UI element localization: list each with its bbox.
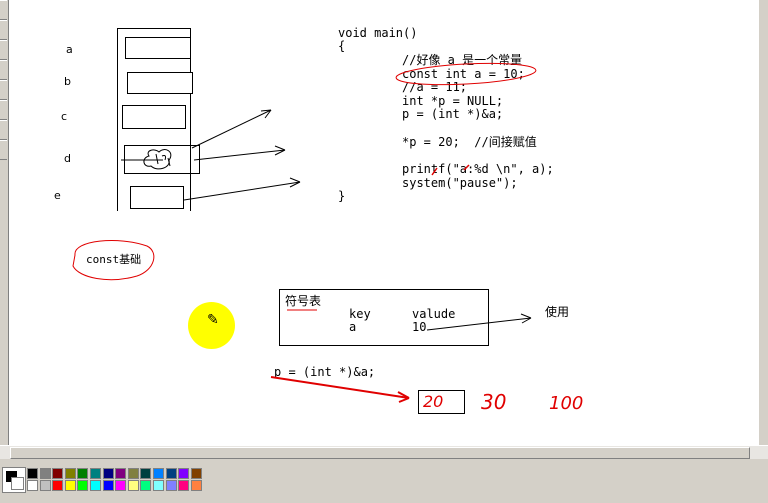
tool-button[interactable]: [0, 100, 7, 120]
palette-swatch[interactable]: [178, 480, 190, 491]
arrow-head: [520, 313, 532, 324]
const-circle: [395, 62, 537, 86]
memory-label-b: b: [64, 75, 71, 88]
tool-button[interactable]: [0, 120, 7, 140]
code-system: system("pause");: [402, 176, 518, 190]
code-pointer-decl: int *p = NULL;: [402, 94, 504, 108]
tool-button[interactable]: [0, 40, 7, 60]
tool-button[interactable]: [0, 20, 7, 40]
palette-swatch[interactable]: [115, 468, 127, 479]
palette-swatch[interactable]: [165, 480, 177, 491]
printf-mark: [463, 164, 470, 171]
foreground-color[interactable]: [6, 471, 17, 482]
palette-swatch[interactable]: [102, 468, 114, 479]
pencil-cursor-icon: ✎: [207, 312, 219, 328]
palette-swatch[interactable]: [27, 468, 38, 479]
palette-swatch[interactable]: [64, 480, 76, 491]
palette-swatch[interactable]: [190, 480, 202, 491]
palette-swatch[interactable]: [77, 468, 89, 479]
memory-cell-c: [122, 105, 186, 129]
arrow-head: [289, 177, 301, 188]
palette-swatch[interactable]: [153, 480, 164, 491]
tool-button[interactable]: [0, 80, 7, 100]
memory-label-d: d: [64, 152, 71, 165]
scribble-d-marks: [155, 153, 171, 167]
arrow-d-up: [191, 109, 272, 149]
memory-label-e: e: [54, 189, 61, 202]
memory-cell-a: [125, 37, 191, 59]
palette-swatch[interactable]: [127, 468, 139, 479]
palette-swatch[interactable]: [52, 480, 64, 491]
red-arrow-to-box: [270, 376, 410, 399]
printf-mark: [431, 167, 438, 176]
memory-cell-e: [130, 186, 184, 209]
color-palette: [0, 459, 768, 503]
palette-swatch[interactable]: [52, 468, 64, 479]
palette-swatch[interactable]: [90, 480, 101, 491]
symbol-table-box: [279, 289, 489, 346]
palette-swatch[interactable]: [64, 468, 76, 479]
symbol-table-col-key: key: [349, 307, 371, 321]
const-basics-label: const基础: [86, 253, 142, 266]
arrow-head: [274, 145, 286, 156]
palette-swatch[interactable]: [140, 480, 152, 491]
code-pointer-assign: p = (int *)&a;: [402, 107, 504, 121]
drawing-canvas[interactable]: a b c d e void main() { //好像 a 是一个常量 con…: [9, 0, 758, 445]
code-void-main: void main(): [338, 26, 418, 40]
palette-swatch[interactable]: [115, 480, 127, 491]
code-indirect-assign: *p = 20; //间接赋值: [402, 135, 537, 149]
arrow-d-right: [193, 149, 286, 161]
palette-swatch[interactable]: [165, 468, 177, 479]
bottom-code-pointer-assign: p = (int *)&a;: [274, 365, 376, 379]
arrow-head: [397, 391, 410, 403]
palette-swatch[interactable]: [140, 468, 152, 479]
symbol-table-title: 符号表: [285, 294, 322, 308]
palette-swatch[interactable]: [190, 468, 202, 479]
palette-swatch[interactable]: [90, 468, 101, 479]
scrollbar-thumb[interactable]: [10, 447, 750, 459]
tool-button[interactable]: [0, 0, 7, 20]
code-printf: printf("a:%d \n", a);: [402, 162, 554, 176]
tool-button[interactable]: [0, 60, 7, 80]
palette-swatch[interactable]: [39, 468, 51, 479]
horizontal-scrollbar[interactable]: [0, 445, 768, 459]
symbol-table-col-value: valude: [412, 307, 456, 321]
cursor-highlight: [188, 302, 235, 349]
palette-swatch[interactable]: [153, 468, 164, 479]
const-basics-circle: [72, 240, 155, 281]
vertical-scrollbar[interactable]: [758, 0, 768, 449]
arrow-head: [260, 109, 272, 119]
arrow-e-right: [183, 181, 301, 201]
symbol-table-row-key: a: [349, 320, 357, 334]
memory-label-c: c: [61, 110, 68, 123]
tool-strip[interactable]: [0, 0, 9, 449]
code-close-brace: }: [338, 189, 346, 203]
handwritten-30: 30: [481, 390, 507, 414]
memory-cell-b: [127, 72, 193, 94]
palette-swatch[interactable]: [39, 480, 51, 491]
result-box: [418, 390, 465, 414]
tool-button[interactable]: [0, 140, 7, 160]
handwritten-100: 100: [549, 393, 584, 414]
annotation-layer: [72, 62, 537, 403]
symbol-table-row-value: 10: [412, 320, 427, 334]
memory-label-a: a: [66, 43, 73, 56]
memory-column: [117, 28, 191, 211]
palette-swatch[interactable]: [27, 480, 38, 491]
current-color-indicator[interactable]: [2, 467, 26, 493]
handwritten-20: 20: [423, 392, 444, 411]
arrow-to-use: [426, 317, 532, 331]
code-open-brace: {: [338, 39, 346, 53]
palette-swatch[interactable]: [127, 480, 139, 491]
background-color[interactable]: [11, 477, 24, 490]
palette-swatch[interactable]: [178, 468, 190, 479]
use-label: 使用: [545, 305, 570, 319]
palette-swatch[interactable]: [77, 480, 89, 491]
palette-swatch[interactable]: [102, 480, 114, 491]
